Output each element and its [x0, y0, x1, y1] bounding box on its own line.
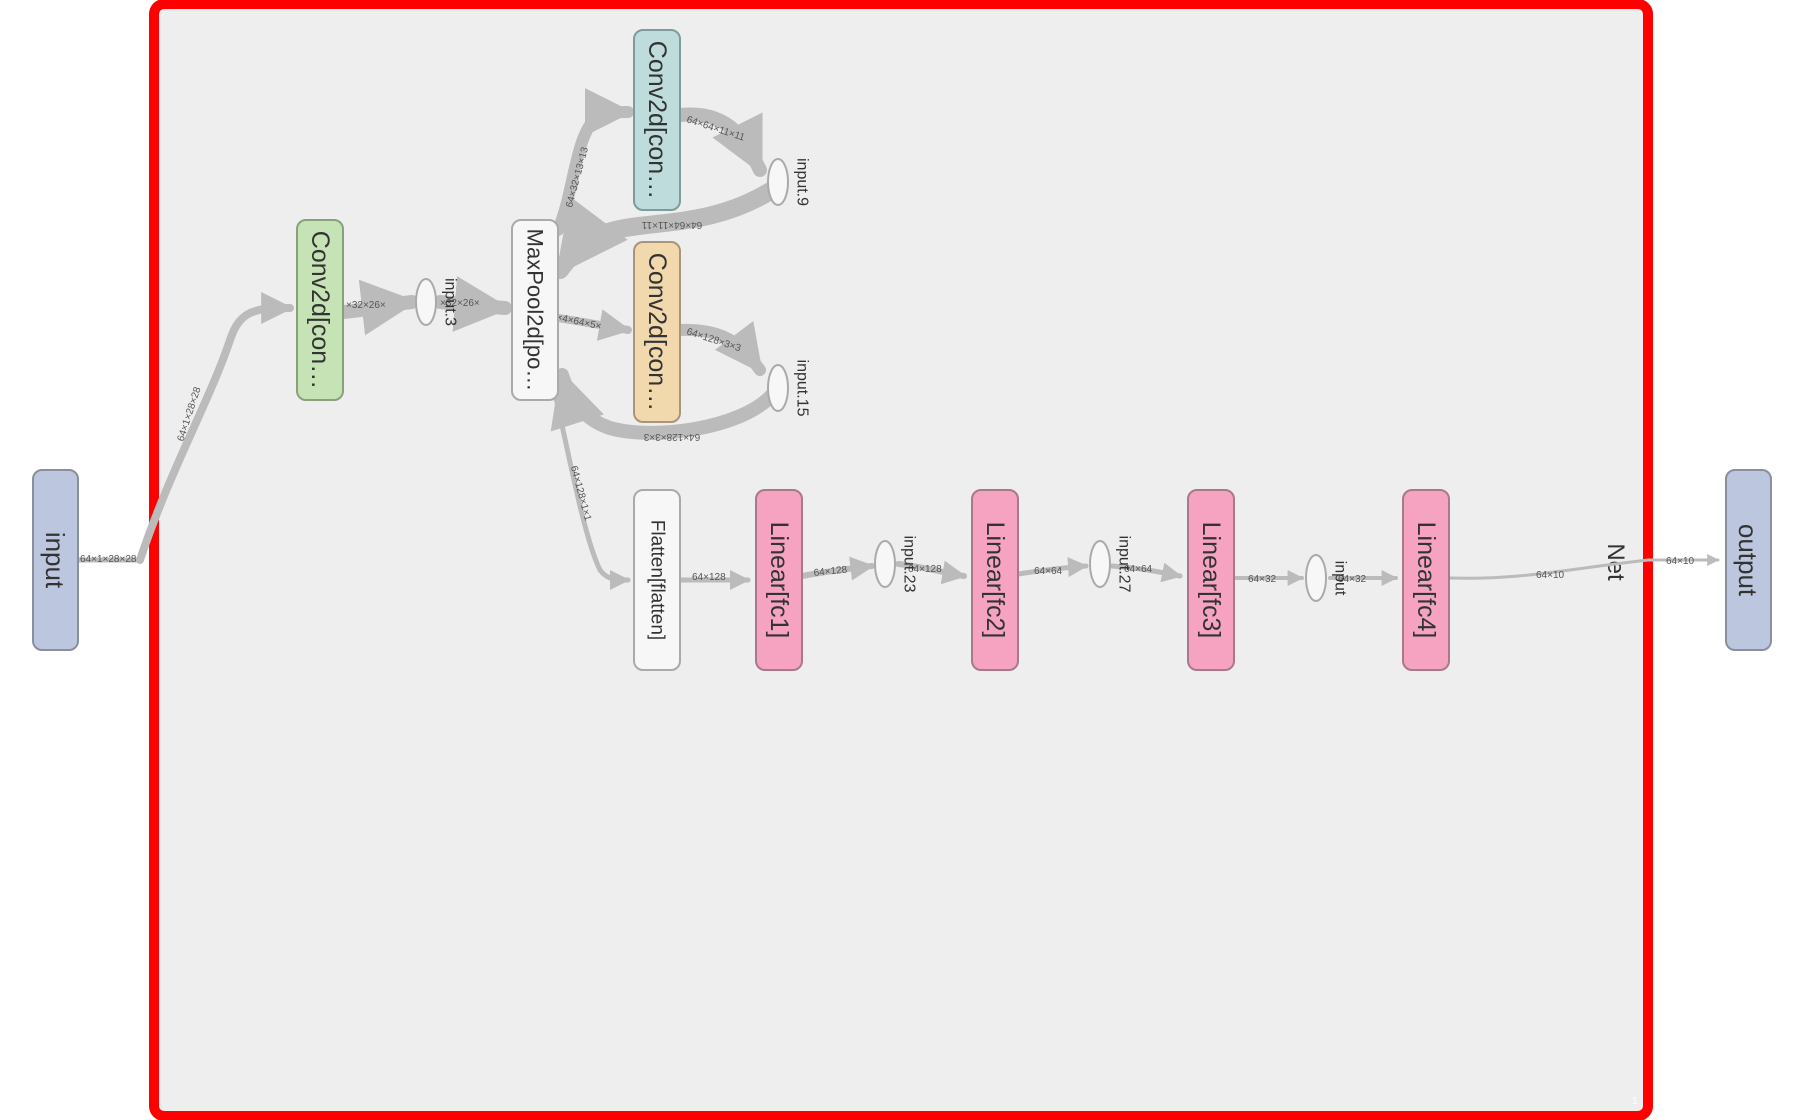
node-conv3-label: Conv2d[con… — [643, 253, 671, 411]
node-op-input27-label: input.27 — [1116, 536, 1133, 593]
node-fc4-label: Linear[fc4] — [1412, 522, 1440, 639]
edge-fc1-in23 — [799, 556, 875, 581]
node-output-label: output — [1733, 524, 1763, 597]
node-op-input3-label: input.3 — [442, 278, 459, 326]
node-fc2[interactable]: Linear[fc2] — [971, 489, 1019, 671]
edge-label-in3-pool: ×32×26× — [440, 298, 480, 309]
node-op-input[interactable]: input — [1305, 554, 1349, 602]
edge-conv1-in3 — [336, 279, 419, 336]
edge-label-flatten-fc1: 64×128 — [692, 572, 726, 583]
node-op-input-label: input — [1332, 561, 1349, 596]
edge-in3-pool — [433, 276, 512, 332]
edge-conv2-in9 — [673, 107, 767, 177]
node-op-input27[interactable]: input.27 — [1089, 536, 1133, 593]
edge-conv3-in15 — [674, 321, 766, 376]
node-op-input15[interactable]: input.15 — [767, 360, 811, 417]
edge-fc4-net — [1448, 558, 1650, 580]
node-fc2-label: Linear[fc2] — [981, 522, 1009, 639]
edge-label-in9-pool: 64×64×11×11 — [641, 219, 702, 230]
node-output[interactable]: output — [1725, 469, 1772, 651]
node-fc4[interactable]: Linear[fc4] — [1402, 489, 1450, 671]
node-op-input23[interactable]: input.23 — [874, 536, 918, 593]
edges — [75, 88, 1720, 590]
edge-pool-conv3 — [554, 309, 632, 341]
node-conv2-label: Conv2d[con… — [643, 41, 671, 199]
edge-label-input-net: 64×1×28×28 — [80, 554, 137, 565]
node-op-input9[interactable]: input.9 — [767, 158, 811, 206]
edge-pool-flatten — [553, 395, 631, 590]
node-input-label: input — [40, 532, 70, 589]
edge-label-conv1-in3: ×32×26× — [346, 300, 386, 311]
edge-label-in23-fc2: 64×128 — [908, 564, 942, 575]
node-fc1-label: Linear[fc1] — [765, 522, 793, 639]
edge-label-fc4-net: 64×10 — [1536, 570, 1565, 581]
node-flatten-label: Flatten[flatten] — [647, 520, 668, 640]
edge-label-fc2-in27: 64×64 — [1034, 566, 1063, 577]
edge-label-in15-pool: 64×128×3×3 — [643, 431, 700, 442]
edge-in27-fc3 — [1109, 562, 1183, 583]
edge-label-in27-fc3: 64×64 — [1124, 564, 1153, 575]
edge-in15-pool — [550, 368, 779, 440]
net-corner-label: 1 — [1632, 1096, 1638, 1107]
node-maxpool-label: MaxPool2d[po… — [523, 229, 548, 392]
edge-label-in-fc4: 64×32 — [1338, 574, 1367, 585]
edge-fc2-in27 — [1015, 557, 1089, 578]
edge-label-fc3-in: 64×32 — [1248, 574, 1277, 585]
node-op-input23-label: input.23 — [901, 536, 918, 593]
node-op-input15-label: input.15 — [794, 360, 811, 417]
node-op-input3[interactable]: input.3 — [415, 278, 459, 326]
node-input[interactable]: input — [32, 469, 79, 651]
edge-net-conv1 — [136, 292, 294, 564]
node-conv2[interactable]: Conv2d[con… — [633, 29, 681, 211]
node-conv1[interactable]: Conv2d[con… — [296, 219, 344, 401]
edge-label-net-output: 64×10 — [1666, 556, 1695, 567]
node-conv1-label: Conv2d[con… — [306, 231, 334, 389]
edge-in9-pool — [551, 181, 781, 279]
node-conv3[interactable]: Conv2d[con… — [633, 241, 681, 423]
node-op-input9-label: input.9 — [794, 158, 811, 206]
node-flatten[interactable]: Flatten[flatten] — [633, 489, 681, 671]
edge-label-fc1-in23: 64×128 — [813, 564, 848, 579]
node-maxpool[interactable]: MaxPool2d[po… — [511, 219, 559, 401]
node-fc3-label: Linear[fc3] — [1197, 522, 1225, 639]
node-fc3[interactable]: Linear[fc3] — [1187, 489, 1235, 671]
edge-in23-fc2 — [895, 560, 967, 585]
node-fc1[interactable]: Linear[fc1] — [755, 489, 803, 671]
